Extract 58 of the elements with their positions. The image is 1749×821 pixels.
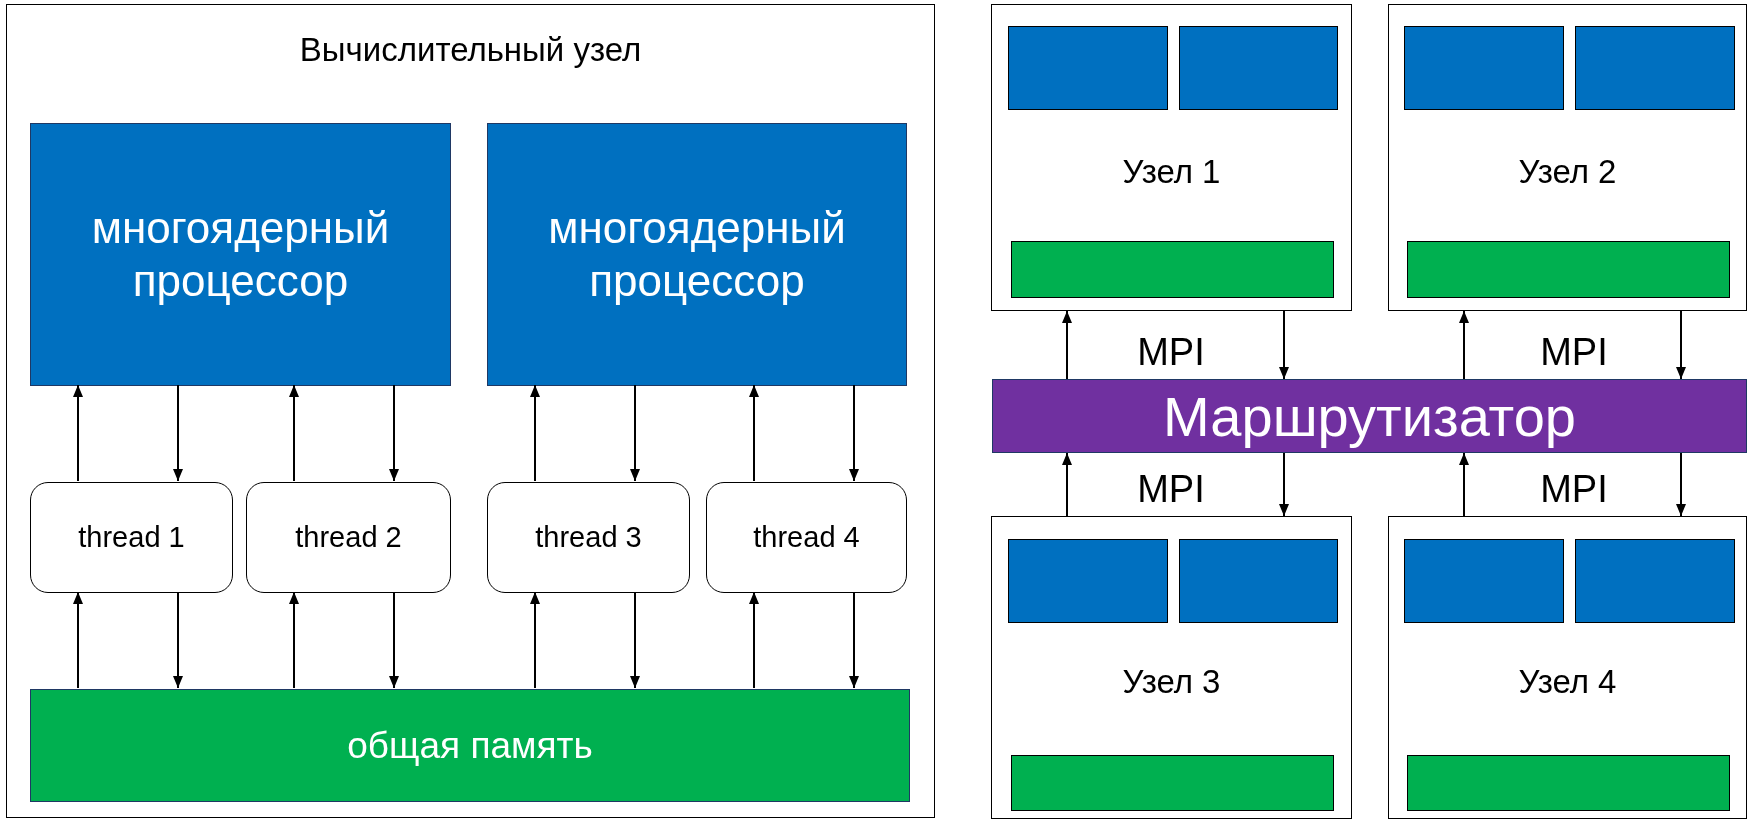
processor-block [1179,539,1338,623]
arrow [289,384,299,482]
protocol-label: MPI [1540,467,1608,511]
arrow [1279,452,1289,517]
arrow [1676,452,1686,517]
node-box [991,4,1352,311]
arrow [73,591,83,689]
processor-block [1575,26,1735,110]
protocol-label: MPI [1137,330,1205,374]
arrow [1279,310,1289,380]
arrow [849,591,859,689]
arrow [173,591,183,689]
arrow [289,591,299,689]
arrow [630,384,640,482]
node-box [991,516,1352,819]
compute-node-panel [6,4,935,818]
arrow [173,384,183,482]
arrow [1459,452,1469,517]
node-label: Узел 2 [1517,153,1618,191]
node-box [1388,516,1747,819]
box-label: общая память [347,724,593,767]
processor-block [1179,26,1338,110]
box-label: многоядерный процессор [547,201,847,307]
box-label: многоядерный процессор [90,201,391,307]
memory-block [1011,755,1334,811]
processor-block [1404,539,1564,623]
node-box [1388,4,1747,311]
box-label: thread 3 [535,521,642,554]
box-label: thread 4 [753,521,860,554]
arrow [73,384,83,482]
memory-block [1407,241,1730,298]
protocol-label: MPI [1540,330,1608,374]
arrow [630,591,640,689]
memory-block [1407,755,1730,811]
processor-block [1404,26,1564,110]
arrow [389,591,399,689]
box-label: Маршрутизатор [1163,383,1576,449]
panel-title: Вычислительный узел [298,31,643,69]
node-label: Узел 1 [1121,153,1222,191]
protocol-label: MPI [1137,467,1205,511]
arrow [389,384,399,482]
box-label: thread 2 [295,521,402,554]
box-label: thread 1 [78,521,185,554]
node-label: Узел 3 [1121,663,1222,701]
arrow [1062,452,1072,517]
arrow [1062,310,1072,380]
processor-block [1008,26,1168,110]
processor-block [1575,539,1735,623]
arrow [1676,310,1686,380]
arrow [1459,310,1469,380]
node-label: Узел 4 [1517,663,1618,701]
arrow [749,384,759,482]
processor-block [1008,539,1168,623]
arrow [849,384,859,482]
arrow [749,591,759,689]
arrow [530,591,540,689]
memory-block [1011,241,1334,298]
arrow [530,384,540,482]
